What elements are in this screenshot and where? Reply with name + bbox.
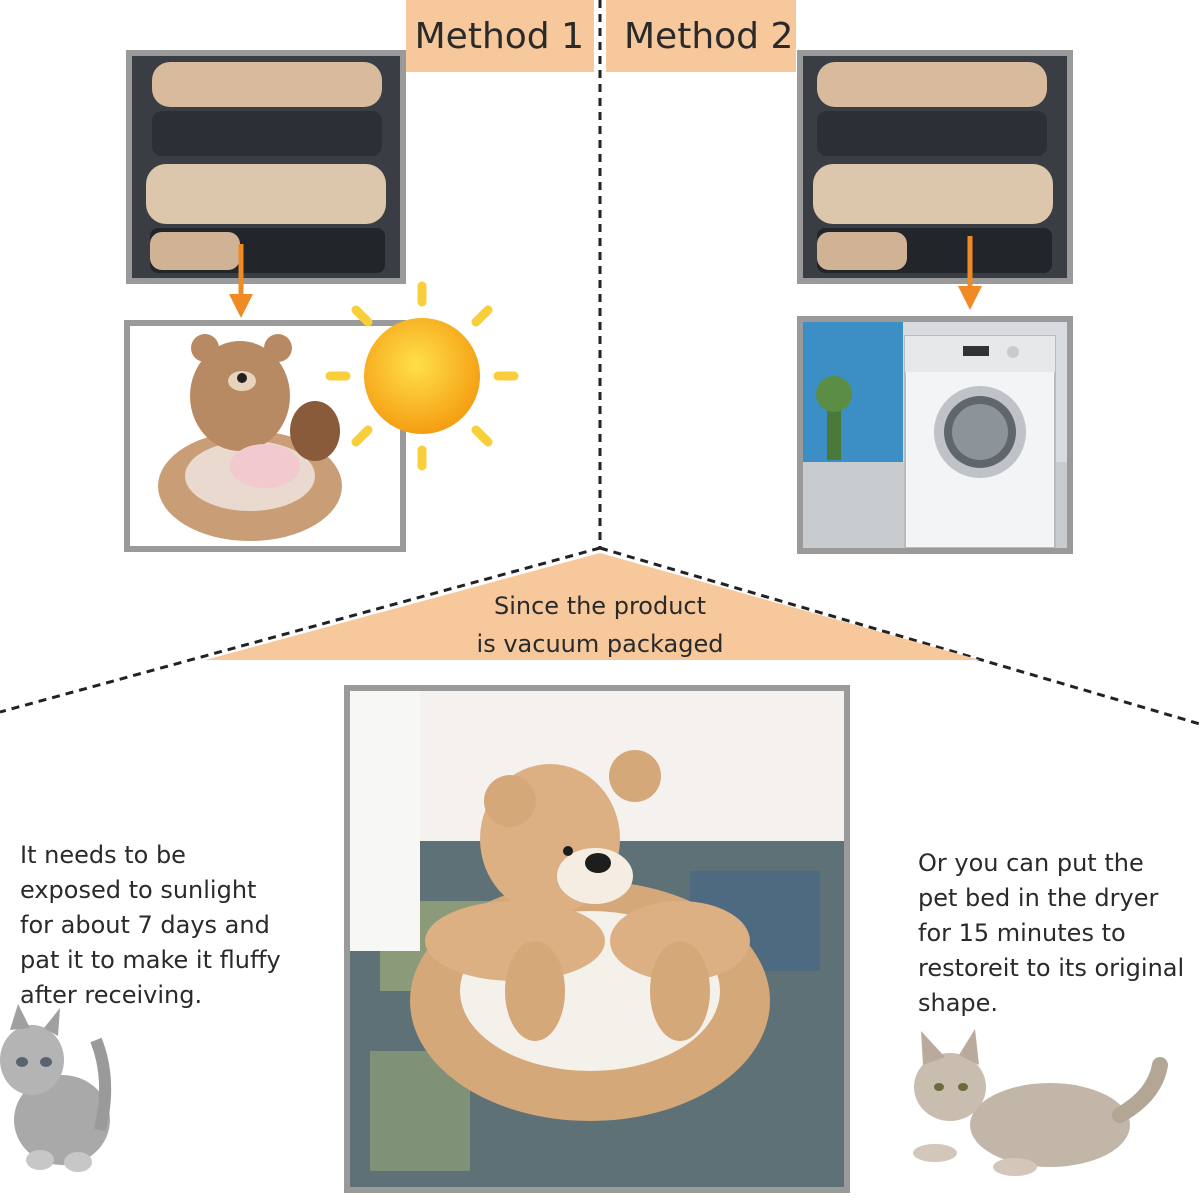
vacuum-package-photo-1 xyxy=(126,50,406,284)
kitten-photo xyxy=(0,1004,112,1172)
bear-bed-main-photo xyxy=(344,685,850,1193)
method-1-tab: Method 1 xyxy=(406,0,594,72)
sun-icon xyxy=(325,281,519,471)
washing-machine-icon xyxy=(904,335,1056,548)
method-2-tab: Method 2 xyxy=(606,0,796,72)
cat-photo xyxy=(913,1029,1168,1176)
banner-line-1: Since the product xyxy=(493,592,707,620)
method-1-instructions: It needs to be exposed to sunlight for a… xyxy=(20,841,281,1009)
washing-machine-photo xyxy=(797,316,1073,554)
vacuum-package-photo-2 xyxy=(797,50,1073,284)
method-2-label: Method 2 xyxy=(624,15,794,57)
method-1-label: Method 1 xyxy=(414,15,584,57)
arrow-down-icon xyxy=(229,244,253,318)
method-2-instructions: Or you can put the pet bed in the dryer … xyxy=(918,849,1185,1017)
arrow-down-icon xyxy=(958,236,982,310)
banner-line-2: is vacuum packaged xyxy=(476,630,724,658)
